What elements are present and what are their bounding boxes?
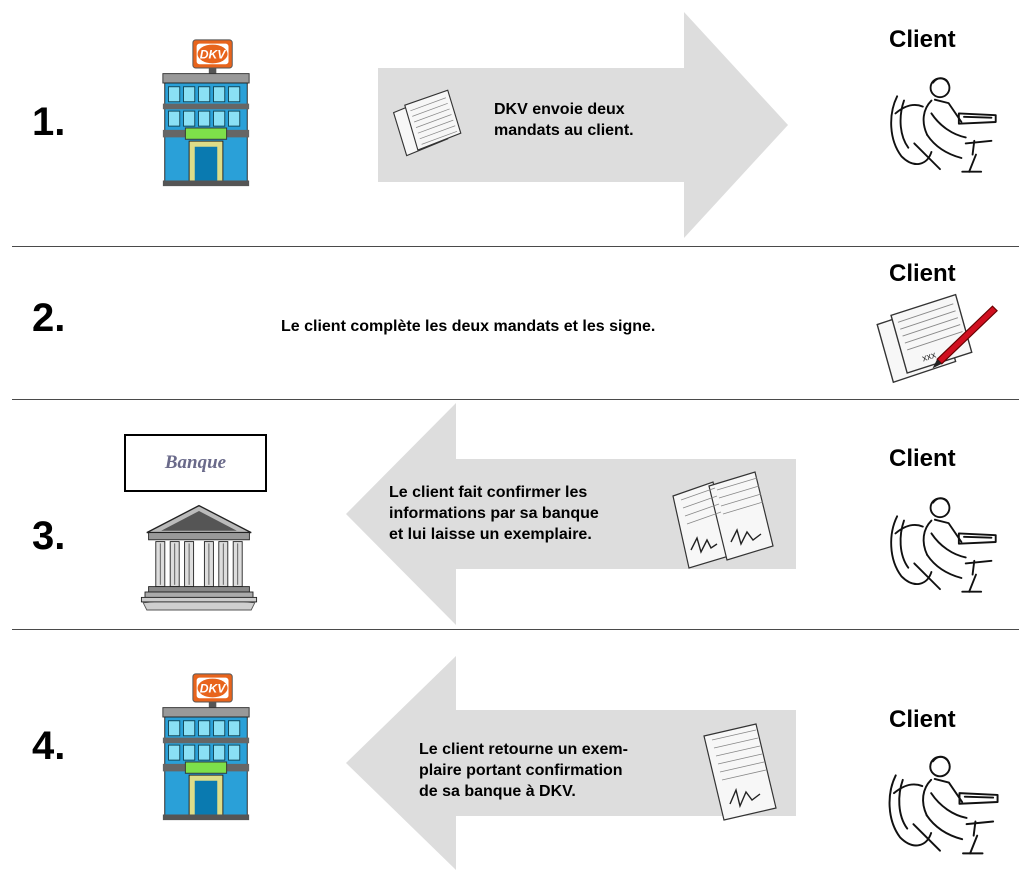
step-number: 1. (32, 100, 66, 144)
dkv-building-icon (156, 38, 256, 188)
client-label: Client (889, 445, 956, 472)
client-label: Client (889, 706, 956, 733)
businessman-at-desk-icon (870, 482, 1010, 602)
bank-sign: Banque (124, 434, 267, 492)
businessman-at-desk-icon (870, 62, 1010, 182)
step-number: 2. (32, 296, 66, 340)
text-line: plaire portant confirmation (419, 762, 623, 779)
divider (12, 399, 1019, 400)
document-icon (388, 82, 472, 162)
signing-document-icon (866, 290, 1006, 388)
arrow-text: Le client retourne un exem- plaire porta… (419, 739, 628, 802)
text-line: et lui laisse un exemplaire. (389, 526, 592, 543)
right-arrow (378, 12, 788, 238)
text-line: informations par sa banque (389, 505, 599, 522)
client-label: Client (889, 260, 956, 287)
bank-sign-label: Banque (164, 452, 227, 473)
left-arrow (346, 656, 796, 870)
businessman-at-desk-icon (870, 740, 1010, 864)
text-line: Le client fait confirmer les (389, 484, 588, 501)
text-line: Le client retourne un exem- (419, 741, 628, 758)
arrow-text: Le client fait confirmer les information… (389, 482, 599, 545)
divider (12, 629, 1019, 630)
step-text: Le client complète les deux mandats et l… (281, 318, 656, 335)
step-number: 3. (32, 514, 66, 558)
text-line: DKV envoie deux (494, 101, 625, 118)
left-arrow (346, 403, 796, 625)
client-label: Client (889, 26, 956, 53)
arrow-text: DKV envoie deux mandats au client. (494, 99, 634, 141)
signed-document-icon (668, 470, 780, 570)
text-line: mandats au client. (494, 122, 634, 139)
signed-document-icon (700, 722, 780, 822)
bank-building-icon (136, 494, 262, 618)
dkv-building-icon (156, 672, 256, 822)
text-line: de sa banque à DKV. (419, 783, 576, 800)
divider (12, 246, 1019, 247)
step-number: 4. (32, 724, 66, 768)
